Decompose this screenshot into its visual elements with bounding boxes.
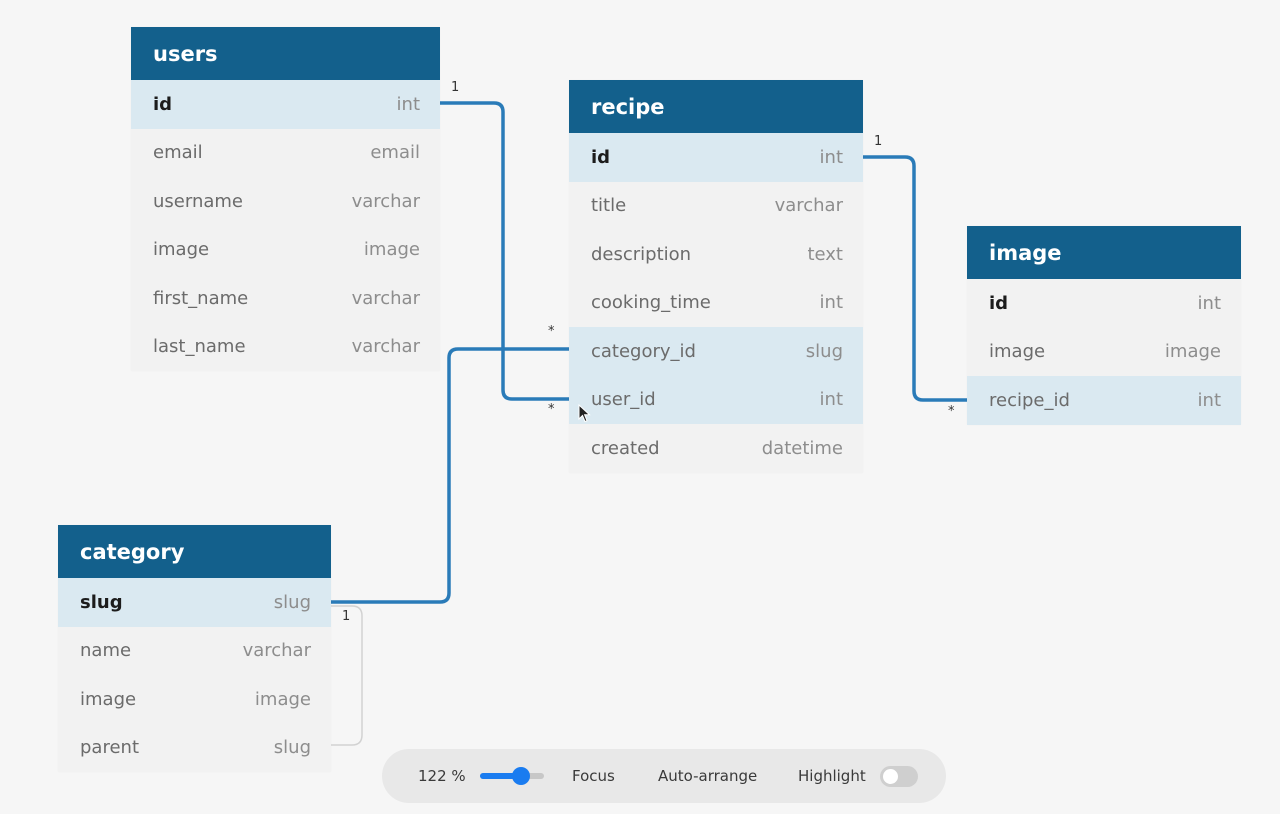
field-type: int	[819, 292, 843, 314]
zoom-slider-thumb[interactable]	[512, 767, 530, 785]
zoom-slider-fill	[480, 773, 521, 779]
cardinality-recipe-id: 1	[874, 134, 883, 149]
auto-arrange-button[interactable]: Auto-arrange	[658, 767, 758, 785]
cardinality-category-slug: 1	[342, 609, 351, 624]
field-name: id	[989, 292, 1009, 314]
field-type: varchar	[351, 287, 420, 309]
table-users[interactable]: users id int email email username varcha…	[131, 27, 440, 371]
zoom-level-label: 122 %	[418, 767, 466, 785]
field-recipe-user-id[interactable]: user_id int	[569, 375, 863, 424]
highlight-toggle[interactable]	[880, 766, 918, 787]
field-name: id	[153, 93, 173, 115]
field-name: id	[591, 146, 611, 168]
field-type: slug	[805, 340, 843, 362]
field-name: image	[80, 688, 137, 710]
zoom-slider[interactable]	[480, 767, 544, 785]
cardinality-recipe-user-id: *	[548, 402, 555, 417]
field-recipe-description[interactable]: description text	[569, 230, 863, 279]
field-users-id[interactable]: id int	[131, 80, 440, 129]
field-type: image	[254, 688, 311, 710]
field-type: int	[1197, 389, 1221, 411]
relation-users-recipe	[440, 101, 570, 401]
field-name: title	[591, 195, 627, 217]
field-name: last_name	[153, 336, 246, 358]
field-name: image	[989, 341, 1046, 363]
field-recipe-created[interactable]: created datetime	[569, 424, 863, 473]
field-name: image	[153, 239, 210, 261]
field-users-email[interactable]: email email	[131, 129, 440, 178]
field-type: int	[819, 389, 843, 411]
field-type: email	[370, 142, 420, 164]
relation-category-recipe	[331, 347, 570, 604]
field-type: int	[1197, 292, 1221, 314]
field-category-slug[interactable]: slug slug	[58, 578, 331, 627]
field-name: username	[153, 190, 243, 212]
focus-button[interactable]: Focus	[572, 767, 615, 785]
relation-recipe-image	[863, 155, 967, 402]
field-name: description	[591, 243, 692, 265]
field-image-recipe-id[interactable]: recipe_id int	[967, 376, 1241, 425]
table-category[interactable]: category slug slug name varchar image im…	[58, 525, 331, 772]
field-users-image[interactable]: image image	[131, 226, 440, 275]
table-recipe[interactable]: recipe id int title varchar description …	[569, 80, 863, 473]
field-type: varchar	[351, 336, 420, 358]
field-name: user_id	[591, 389, 656, 411]
field-type: varchar	[351, 190, 420, 212]
table-category-header[interactable]: category	[58, 525, 331, 578]
field-name: cooking_time	[591, 292, 711, 314]
cardinality-users-id: 1	[451, 80, 460, 95]
field-category-name[interactable]: name varchar	[58, 627, 331, 676]
field-type: image	[1164, 341, 1221, 363]
table-image[interactable]: image id int image image recipe_id int	[967, 226, 1241, 425]
field-type: slug	[273, 591, 311, 613]
field-name: created	[591, 437, 660, 459]
diagram-toolbar: 122 % Focus Auto-arrange Highlight	[382, 749, 946, 803]
field-recipe-cooking-time[interactable]: cooking_time int	[569, 279, 863, 328]
field-image-id[interactable]: id int	[967, 279, 1241, 328]
field-recipe-title[interactable]: title varchar	[569, 182, 863, 231]
field-type: int	[396, 93, 420, 115]
table-recipe-header[interactable]: recipe	[569, 80, 863, 133]
highlight-toggle-knob	[883, 769, 898, 784]
field-type: slug	[273, 737, 311, 759]
field-name: email	[153, 142, 203, 164]
highlight-label: Highlight	[798, 767, 866, 785]
field-name: slug	[80, 591, 123, 613]
field-type: datetime	[761, 437, 843, 459]
table-users-header[interactable]: users	[131, 27, 440, 80]
field-type: int	[819, 146, 843, 168]
field-type: text	[807, 243, 843, 265]
cardinality-image-recipe-id: *	[948, 404, 955, 419]
field-image-image[interactable]: image image	[967, 328, 1241, 377]
field-name: first_name	[153, 287, 249, 309]
field-name: name	[80, 640, 132, 662]
field-recipe-category-id[interactable]: category_id slug	[569, 327, 863, 376]
field-name: recipe_id	[989, 389, 1070, 411]
mouse-pointer-icon	[578, 404, 591, 423]
field-users-last-name[interactable]: last_name varchar	[131, 323, 440, 372]
field-type: varchar	[242, 640, 311, 662]
relation-category-self	[331, 605, 363, 746]
field-type: varchar	[774, 195, 843, 217]
field-users-username[interactable]: username varchar	[131, 177, 440, 226]
field-name: parent	[80, 737, 140, 759]
field-users-first-name[interactable]: first_name varchar	[131, 274, 440, 323]
field-recipe-id[interactable]: id int	[569, 133, 863, 182]
field-type: image	[363, 239, 420, 261]
field-name: category_id	[591, 340, 696, 362]
table-image-header[interactable]: image	[967, 226, 1241, 279]
cardinality-recipe-category-id: *	[548, 324, 555, 339]
field-category-image[interactable]: image image	[58, 675, 331, 724]
field-category-parent[interactable]: parent slug	[58, 724, 331, 773]
